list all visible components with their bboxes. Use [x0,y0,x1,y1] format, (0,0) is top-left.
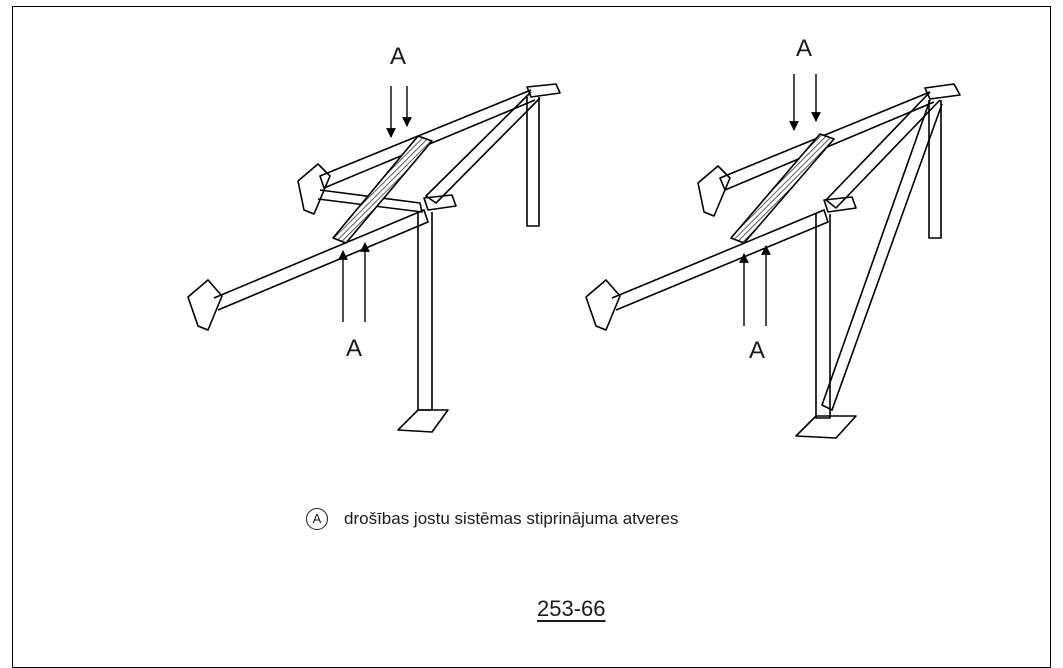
left-top-arrows [386,86,412,138]
left-top-label: A [390,43,406,70]
legend-symbol: A [306,508,328,530]
right-bottom-label: A [749,337,765,364]
right-seat-frame [585,83,961,439]
left-bottom-label: A [346,335,362,362]
right-top-arrows [789,74,821,131]
right-top-label: A [796,35,812,62]
legend-text: drošības jostu sistēmas stiprinājuma atv… [344,509,679,528]
right-bottom-arrows [739,245,771,326]
legend: A drošības jostu sistēmas stiprinājuma a… [306,508,678,530]
left-seat-frame [187,83,561,433]
figure-number: 253-66 [537,596,606,621]
left-bottom-arrows [338,242,370,322]
figure-frame [12,6,1051,668]
